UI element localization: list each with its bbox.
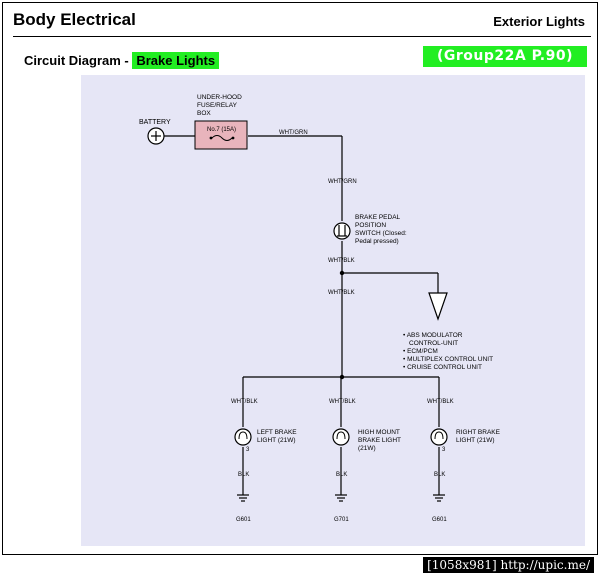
page-frame: Body Electrical Exterior Lights Circuit … xyxy=(2,2,598,555)
fuse-box-label: UNDER-HOOD FUSE/RELAY BOX xyxy=(197,94,244,117)
left-brake-bulb-icon xyxy=(234,428,252,446)
circuit-diagram-heading: Circuit Diagram - Brake Lights xyxy=(24,52,220,69)
modules-list: • ABS MODULATOR CONTROL-UNIT • ECM/PCM •… xyxy=(403,332,495,371)
wire-label-left-in: WHT/BLK xyxy=(231,399,258,405)
junction-dot xyxy=(339,374,345,380)
ground-icon xyxy=(335,494,347,502)
ground-label-high: G701 xyxy=(334,517,349,523)
footer: [1058x981] http://upic.me/ xyxy=(0,557,600,575)
switch-icon xyxy=(333,222,351,240)
battery-label: BATTERY xyxy=(139,119,171,126)
header-divider xyxy=(13,36,591,37)
wire-label-high-out: BLK xyxy=(336,472,347,478)
ground-label-right: G601 xyxy=(432,517,447,523)
wire-label-left-out: BLK xyxy=(238,472,249,478)
ground-icon xyxy=(433,494,445,502)
circuit-diagram-svg: BATTERY UNDER-HOOD FUSE/RELAY BOX No.7 (… xyxy=(139,94,502,523)
ground-icon xyxy=(237,494,249,502)
left-brake-label: LEFT BRAKE LIGHT (21W) xyxy=(257,429,298,444)
wire-label-wht-grn: WHT/GRN xyxy=(328,179,357,185)
brake-lights-highlight: Brake Lights xyxy=(132,52,220,69)
wire-label-wht-blk: WHT/BLK xyxy=(328,258,355,264)
left-brake-pin: 3 xyxy=(246,447,250,453)
battery-icon xyxy=(147,127,165,145)
high-mount-label: HIGH MOUNT BRAKE LIGHT (21W) xyxy=(358,429,403,452)
wire-label-wht-grn: WHT/GRN xyxy=(279,130,308,136)
group-reference-badge: (Group22A P.90) xyxy=(423,46,587,67)
right-brake-pin: 3 xyxy=(442,447,446,453)
wire-label-right-in: WHT/BLK xyxy=(427,399,454,405)
junction-dot xyxy=(339,270,345,276)
ground-label-left: G601 xyxy=(236,517,251,523)
switch-label: BRAKE PEDAL POSITION SWITCH (Closed: Ped… xyxy=(355,214,408,245)
wire-label-high-in: WHT/BLK xyxy=(329,399,356,405)
fuse-label: No.7 (15A) xyxy=(207,127,236,133)
page-title: Body Electrical xyxy=(13,10,136,29)
fuse-box xyxy=(194,120,248,150)
circuit-diagram: BATTERY UNDER-HOOD FUSE/RELAY BOX No.7 (… xyxy=(81,75,585,546)
high-mount-bulb-icon xyxy=(332,428,350,446)
wire-label-wht-blk: WHT/BLK xyxy=(328,290,355,296)
circuit-diagram-prefix: Circuit Diagram - xyxy=(24,53,133,68)
module-input-triangle-icon xyxy=(428,292,448,321)
wire-label-right-out: BLK xyxy=(434,472,445,478)
right-brake-bulb-icon xyxy=(430,428,448,446)
section-title: Exterior Lights xyxy=(493,14,585,29)
upic-watermark[interactable]: [1058x981] http://upic.me/ xyxy=(423,557,594,573)
fuse-icon xyxy=(209,135,235,141)
right-brake-label: RIGHT BRAKE LIGHT (21W) xyxy=(456,429,502,444)
